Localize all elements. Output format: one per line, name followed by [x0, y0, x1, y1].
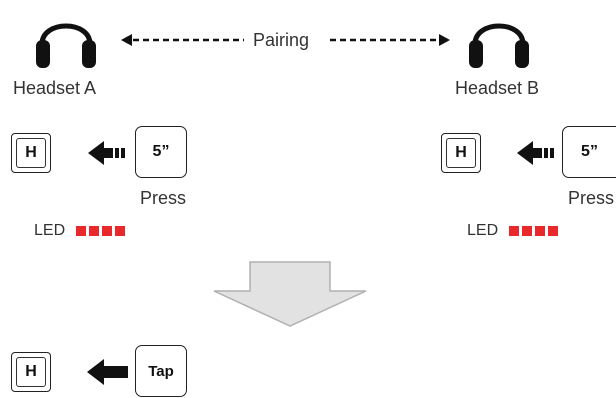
led-square — [548, 226, 558, 236]
pairing-arrow — [121, 34, 450, 46]
press-arrow-b-icon — [517, 141, 554, 165]
headset-a-h-button[interactable]: H — [11, 133, 51, 173]
headset-a-icon — [36, 23, 96, 68]
headset-b-hold-button[interactable]: 5” — [562, 126, 616, 178]
headset-b-led-indicator — [509, 226, 558, 236]
headset-a-label: Headset A — [13, 78, 97, 98]
down-arrow-icon — [213, 261, 367, 327]
led-square — [522, 226, 532, 236]
headset-a-hold-button[interactable]: 5” — [135, 126, 187, 178]
tap-arrow-icon — [87, 359, 128, 385]
headset-b-hold-label: 5” — [581, 143, 598, 160]
headset-b-icon — [469, 23, 529, 68]
step2-tap-button[interactable]: Tap — [135, 345, 187, 397]
step2-tap-label: Tap — [148, 362, 174, 380]
step2-h-button[interactable]: H — [11, 352, 51, 392]
headset-a-led-label: LED — [34, 222, 66, 239]
step2-h-button-label: H — [16, 357, 46, 387]
headset-b-press-label: Press — [568, 188, 615, 208]
headset-a-led-indicator — [76, 226, 125, 236]
headset-b-led-label: LED — [467, 222, 499, 239]
headset-b-h-button[interactable]: H — [441, 133, 481, 173]
led-square — [89, 226, 99, 236]
headset-a-h-button-label: H — [16, 138, 46, 168]
led-square — [76, 226, 86, 236]
press-arrow-a-icon — [88, 141, 125, 165]
led-square — [535, 226, 545, 236]
headset-a-press-label: Press — [140, 188, 187, 208]
pairing-label: Pairing — [253, 30, 310, 50]
led-square — [115, 226, 125, 236]
led-square — [102, 226, 112, 236]
headset-a-hold-label: 5” — [152, 143, 170, 160]
headset-b-label: Headset B — [455, 78, 540, 98]
headset-b-h-button-label: H — [446, 138, 476, 168]
led-square — [509, 226, 519, 236]
